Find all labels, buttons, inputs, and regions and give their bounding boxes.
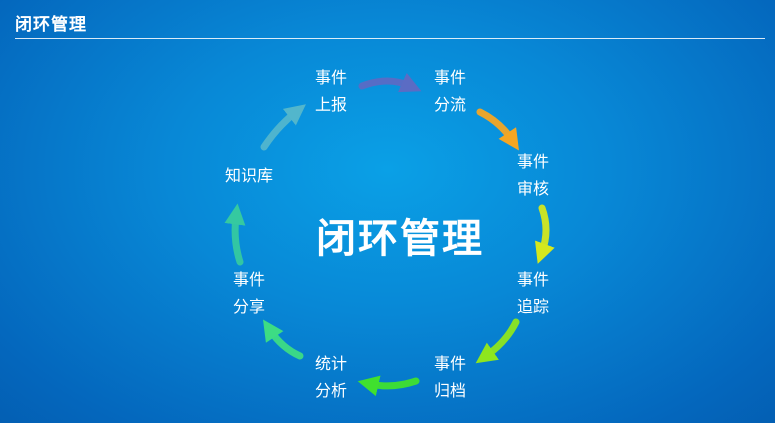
- node-label-line: 追踪: [516, 297, 549, 316]
- node-label-line: 上报: [314, 95, 347, 114]
- title-divider: [15, 38, 765, 39]
- node-label-line: 分流: [433, 95, 466, 114]
- node-event-dispatch: 事件 分流: [420, 64, 480, 118]
- node-label-line: 统计: [314, 354, 347, 373]
- node-label-line: 事件: [433, 354, 466, 373]
- node-knowledge-base: 知识库: [214, 162, 284, 189]
- arrow-analysis-to-share: [263, 319, 304, 360]
- page-title: 闭环管理: [15, 15, 87, 35]
- node-event-report: 事件 上报: [301, 64, 361, 118]
- arrow-dispatch-to-review: [476, 108, 519, 151]
- node-label-line: 审核: [516, 179, 549, 198]
- arrow-report-to-dispatch: [358, 72, 422, 93]
- node-label-line: 事件: [433, 68, 466, 87]
- node-event-review: 事件 审核: [503, 148, 563, 202]
- node-label-line: 分析: [314, 381, 347, 400]
- node-label-line: 事件: [516, 270, 549, 289]
- node-event-share: 事件 分享: [219, 266, 279, 320]
- center-title: 闭环管理: [316, 216, 484, 262]
- node-statistics-analysis: 统计 分析: [301, 350, 361, 404]
- arrow-track-to-archive: [475, 318, 520, 364]
- title-bar: 闭环管理: [0, 0, 775, 40]
- arrow-archive-to-analysis: [357, 375, 420, 397]
- node-label-line: 事件: [232, 270, 265, 289]
- node-event-archive: 事件 归档: [420, 350, 480, 404]
- arrow-review-to-track: [534, 204, 555, 264]
- arrow-share-to-knowledge: [224, 203, 246, 266]
- node-label-line: 事件: [516, 152, 549, 171]
- node-label-line: 事件: [314, 68, 347, 87]
- node-label-line: 归档: [433, 381, 466, 400]
- node-label-line: 分享: [232, 297, 265, 316]
- node-label-line: 知识库: [224, 166, 273, 185]
- arrow-knowledge-to-report: [260, 104, 306, 151]
- node-event-track: 事件 追踪: [503, 266, 563, 320]
